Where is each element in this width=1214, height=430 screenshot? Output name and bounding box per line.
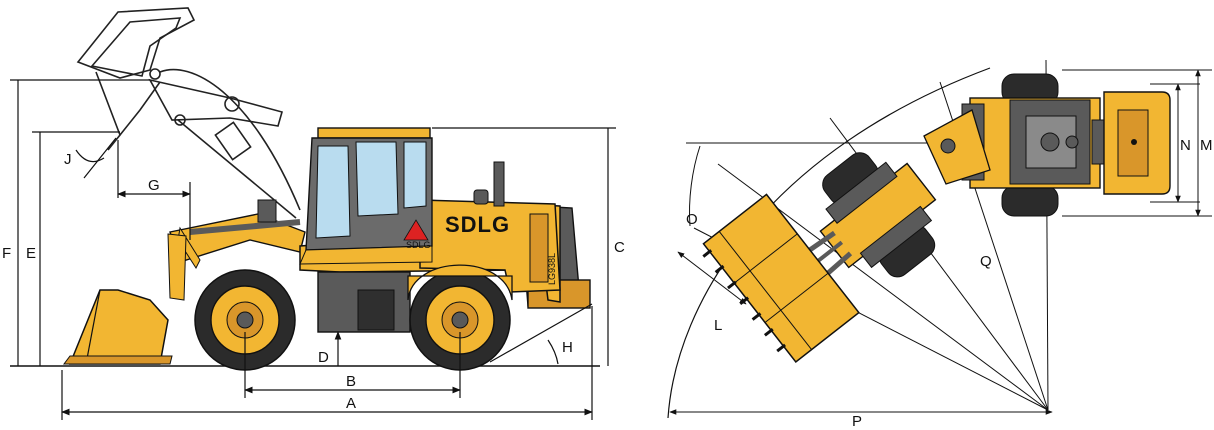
dim-label-C: C (614, 239, 625, 256)
dim-label-O: O (686, 211, 698, 228)
exhaust-stack (493, 161, 505, 207)
dim-label-B: B (346, 373, 356, 390)
dim-label-G: G (148, 177, 160, 194)
brand-emblem: SDLG (403, 219, 431, 250)
dim-label-N: N (1180, 137, 1191, 154)
dim-label-H: H (562, 339, 573, 356)
air-intake (473, 189, 489, 205)
emblem-text: SDLG (406, 240, 431, 250)
rear-wheel (409, 269, 511, 371)
front-wheel (194, 269, 296, 371)
dim-label-J: J (64, 151, 72, 168)
dim-label-A: A (346, 395, 356, 412)
dim-label-D: D (318, 349, 329, 366)
model-badge: LG938L (547, 253, 557, 285)
dim-label-L: L (714, 317, 722, 334)
rear-fender (407, 264, 513, 301)
side-view: SDLG SDLG LG938L (2, 7, 625, 420)
lowered-bucket (63, 226, 201, 365)
grille (529, 213, 549, 283)
dim-label-E: E (26, 245, 36, 262)
raised-bucket-outline (76, 7, 301, 219)
bucket-top (702, 193, 860, 363)
brand-logo-text: SDLG (445, 212, 510, 237)
axle-housing (357, 289, 395, 331)
operator-cab (299, 127, 433, 265)
dim-label-F: F (2, 245, 11, 262)
articulation-joint (923, 109, 991, 185)
side-dimensions (10, 79, 616, 420)
dim-label-M: M (1200, 137, 1213, 154)
dim-label-P: P (852, 413, 862, 430)
dim-label-Q: Q (980, 253, 992, 270)
rear-frame-top (961, 73, 1171, 217)
top-view: O L Q P N M (667, 59, 1213, 430)
